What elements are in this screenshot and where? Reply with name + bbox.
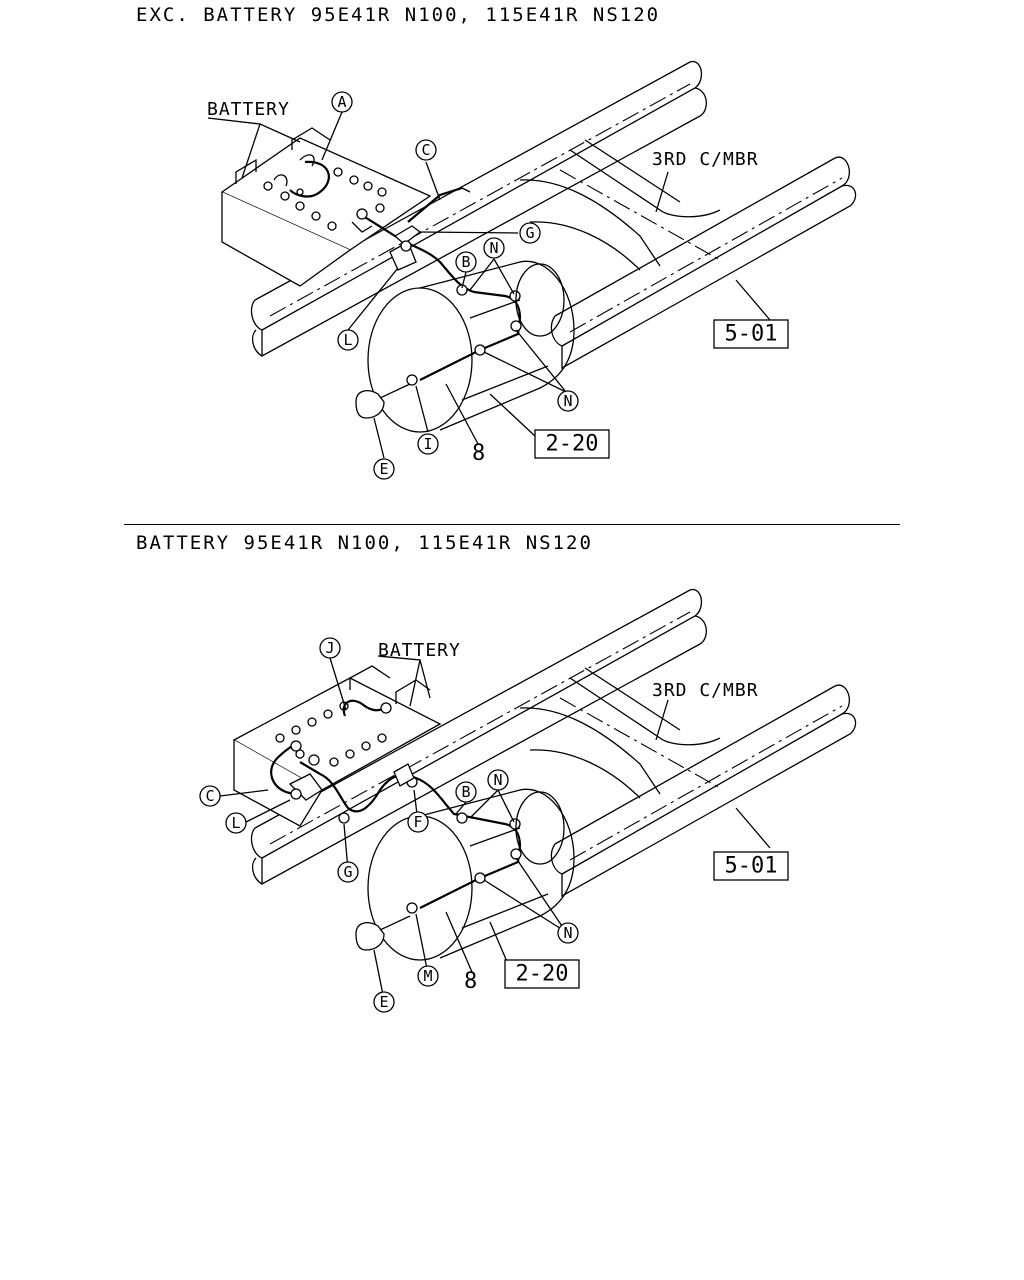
frame-reference-text: 5-01: [725, 854, 778, 879]
svg-text:N: N: [563, 392, 572, 410]
axle-drum: [367, 260, 575, 433]
svg-text:J: J: [325, 639, 334, 657]
svg-text:C: C: [205, 787, 214, 805]
section-divider: [124, 524, 900, 525]
svg-text:E: E: [379, 993, 388, 1011]
diagram-bottom: BATTERY 3RD C/MBR 5-01 2-20 8 J C L B N …: [199, 588, 857, 1013]
frame-reference-box: 5-01: [713, 851, 789, 881]
svg-text:B: B: [461, 783, 470, 801]
frame-reference-text: 5-01: [725, 322, 778, 347]
callout-g: G: [519, 222, 541, 244]
svg-text:C: C: [421, 141, 430, 159]
svg-text:N: N: [489, 239, 498, 257]
section-caption-bottom: BATTERY 95E41R N100, 115E41R NS120: [136, 532, 593, 554]
callout-i: I: [417, 433, 439, 455]
callout-j: J: [319, 637, 341, 659]
battery-label: BATTERY: [378, 640, 461, 661]
svg-text:L: L: [343, 331, 352, 349]
battery-box: [232, 665, 442, 827]
battery-cells: [263, 167, 387, 231]
callout-l: L: [337, 329, 359, 351]
callout-l: L: [225, 812, 247, 834]
wiring-harness: [289, 160, 522, 386]
svg-text:N: N: [493, 771, 502, 789]
section-caption-top: EXC. BATTERY 95E41R N100, 115E41R NS120: [136, 4, 661, 26]
svg-text:N: N: [563, 924, 572, 942]
svg-text:M: M: [423, 967, 432, 985]
axle-reference-box: 2-20: [504, 959, 580, 989]
cross-member-label: 3RD C/MBR: [652, 680, 759, 701]
callout-c: C: [415, 139, 437, 161]
callout-n-upper: N: [483, 237, 505, 259]
callout-n-upper: N: [487, 769, 509, 791]
svg-text:G: G: [525, 224, 534, 242]
axle-reference-text: 2-20: [546, 432, 599, 457]
svg-text:A: A: [337, 93, 346, 111]
cross-member: [519, 139, 721, 271]
cross-member: [519, 667, 721, 799]
frame-rail-far: [550, 156, 857, 370]
frame-rail-far: [550, 684, 857, 898]
callout-c: C: [199, 785, 221, 807]
leader-lines: [207, 111, 771, 459]
leader-lines: [219, 655, 771, 1001]
battery-box: [220, 127, 432, 287]
axle-drum: [367, 788, 575, 961]
callout-n-lower: N: [557, 390, 579, 412]
lamp-e: [355, 383, 411, 419]
callout-n-lower: N: [557, 922, 579, 944]
callout-b: B: [455, 781, 477, 803]
part-number-label: 8: [464, 969, 477, 994]
lamp-e: [355, 915, 411, 951]
callout-a: A: [331, 91, 353, 113]
part-number-label: 8: [472, 441, 485, 466]
callout-e: E: [373, 991, 395, 1013]
svg-text:B: B: [461, 253, 470, 271]
cross-member-label: 3RD C/MBR: [652, 149, 759, 170]
svg-text:E: E: [379, 460, 388, 478]
frame-reference-box: 5-01: [713, 319, 789, 349]
svg-text:I: I: [423, 435, 432, 453]
svg-text:F: F: [413, 813, 422, 831]
callout-e: E: [373, 458, 395, 480]
diagram-top: BATTERY 3RD C/MBR 5-01 2-20 8 A C G N B …: [207, 60, 857, 480]
callout-m: M: [417, 965, 439, 987]
svg-text:L: L: [231, 814, 240, 832]
wiring-harness: [270, 699, 522, 914]
callout-b: B: [455, 251, 477, 273]
svg-text:G: G: [343, 863, 352, 881]
battery-label: BATTERY: [207, 99, 290, 120]
axle-reference-box: 2-20: [534, 429, 610, 459]
callout-f: F: [407, 811, 429, 833]
callout-g: G: [337, 861, 359, 883]
axle-reference-text: 2-20: [516, 962, 569, 987]
frame-rail-near: [250, 588, 707, 886]
frame-rail-near: [250, 60, 707, 358]
